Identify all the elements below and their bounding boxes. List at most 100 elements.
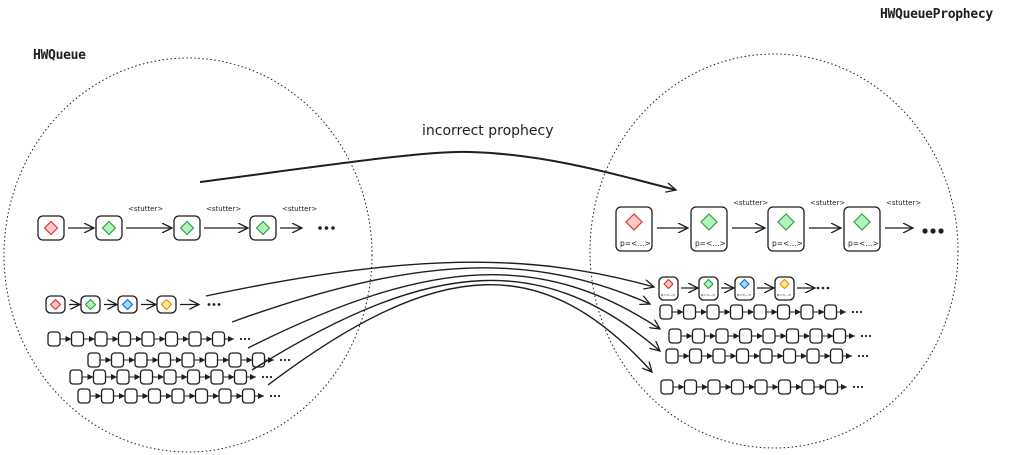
state-box (157, 352, 172, 368)
ellipsis-icon (239, 337, 251, 341)
state-box (188, 331, 202, 347)
state-box (87, 352, 101, 368)
red-diamond-icon (663, 278, 674, 290)
state-box (164, 331, 179, 347)
state-box (194, 388, 209, 404)
ellipsis-icon (857, 354, 869, 358)
state-box (69, 369, 83, 385)
right-plain-trace (665, 348, 869, 364)
state-box (800, 304, 814, 320)
green-diamond-icon (777, 213, 795, 231)
prophecy-label: p=<...> (848, 239, 879, 248)
dot (868, 334, 872, 338)
state-box (691, 328, 706, 344)
state-box (100, 388, 115, 404)
state-box (181, 352, 195, 368)
prophecy-label: p=<...> (701, 293, 715, 297)
blue-diamond-icon (739, 278, 750, 290)
state-box (171, 388, 185, 404)
state-box (715, 328, 729, 344)
green-diamond-icon (853, 213, 871, 231)
ellipsis-icon (816, 286, 830, 290)
prophecy-label: p=<...> (777, 293, 791, 297)
right-traces: p=<...> p=<...> <stutter> p=<...> <stutter> p… (615, 199, 944, 395)
green-diamond-icon (700, 213, 718, 231)
incorrect-prophecy-label: incorrect prophecy (422, 123, 554, 139)
ellipsis-icon (207, 303, 221, 306)
stutter-label: <stutter> (810, 199, 845, 207)
dot (217, 303, 221, 306)
state-box (754, 379, 768, 395)
ellipsis-icon (261, 375, 273, 379)
green-diamond-icon (179, 220, 195, 236)
dot (318, 226, 322, 230)
mapping-arrows (205, 261, 660, 386)
state-box (163, 369, 177, 385)
state-box (824, 379, 839, 395)
right-plain-trace (660, 379, 864, 395)
right-set-boundary (589, 53, 959, 449)
stutter-label: <stutter> (128, 205, 163, 213)
state-box (665, 348, 679, 364)
state-box (762, 328, 776, 344)
green-diamond-icon (101, 220, 117, 236)
state-box (683, 379, 698, 395)
stutter-label: <stutter> (886, 199, 921, 207)
state-box (801, 379, 815, 395)
state-box (94, 331, 108, 347)
dot (273, 394, 277, 398)
dot (857, 354, 861, 358)
dot (816, 286, 820, 290)
mapping-arrow (251, 279, 660, 371)
state-box (110, 352, 125, 368)
right-plain-trace (659, 304, 863, 320)
mapping-arrow (247, 274, 660, 349)
mapping-arrow (205, 261, 654, 297)
state-box (47, 331, 61, 347)
state-box (211, 331, 226, 347)
state-box (659, 304, 673, 320)
state-box (139, 369, 154, 385)
dot (938, 228, 944, 234)
stutter-label: <stutter> (282, 205, 317, 213)
prophecy-label: p=<...> (695, 239, 726, 248)
dot (239, 337, 243, 341)
state-box (116, 369, 130, 385)
ellipsis-icon (279, 358, 291, 362)
state-box (829, 348, 844, 364)
right-colored-trace: p=<...>p=<...>p=<...>p=<...> (658, 276, 830, 301)
dot (324, 226, 329, 230)
state-box (785, 328, 800, 344)
dot (864, 334, 868, 338)
dot (860, 334, 864, 338)
dot (922, 228, 928, 234)
state-box (682, 304, 697, 320)
state-box (204, 352, 219, 368)
right-stutter-trace: p=<...>p=<...><stutter>p=<...><stutter>p… (615, 199, 944, 252)
state-box (660, 379, 674, 395)
state-box (782, 348, 797, 364)
dot (851, 310, 855, 314)
red-diamond-icon (49, 298, 62, 311)
dot (207, 303, 211, 306)
red-diamond-icon (43, 220, 59, 236)
state-box (809, 328, 823, 344)
dot (331, 226, 335, 230)
left-plain-trace (69, 369, 273, 385)
state-box (759, 348, 773, 364)
state-box (753, 304, 767, 320)
left-plain-trace (77, 388, 281, 404)
green-diamond-icon (703, 278, 714, 290)
left-plain-trace (47, 331, 251, 347)
left-colored-trace (45, 295, 221, 314)
ellipsis-icon (922, 228, 944, 234)
state-box (735, 348, 750, 364)
state-box (124, 388, 138, 404)
state-box (712, 348, 726, 364)
stutter-label: <stutter> (733, 199, 768, 207)
dot (212, 303, 216, 306)
yellow-diamond-icon (160, 298, 173, 311)
prophecy-label: p=<...> (772, 239, 803, 248)
ellipsis-icon (318, 226, 335, 230)
